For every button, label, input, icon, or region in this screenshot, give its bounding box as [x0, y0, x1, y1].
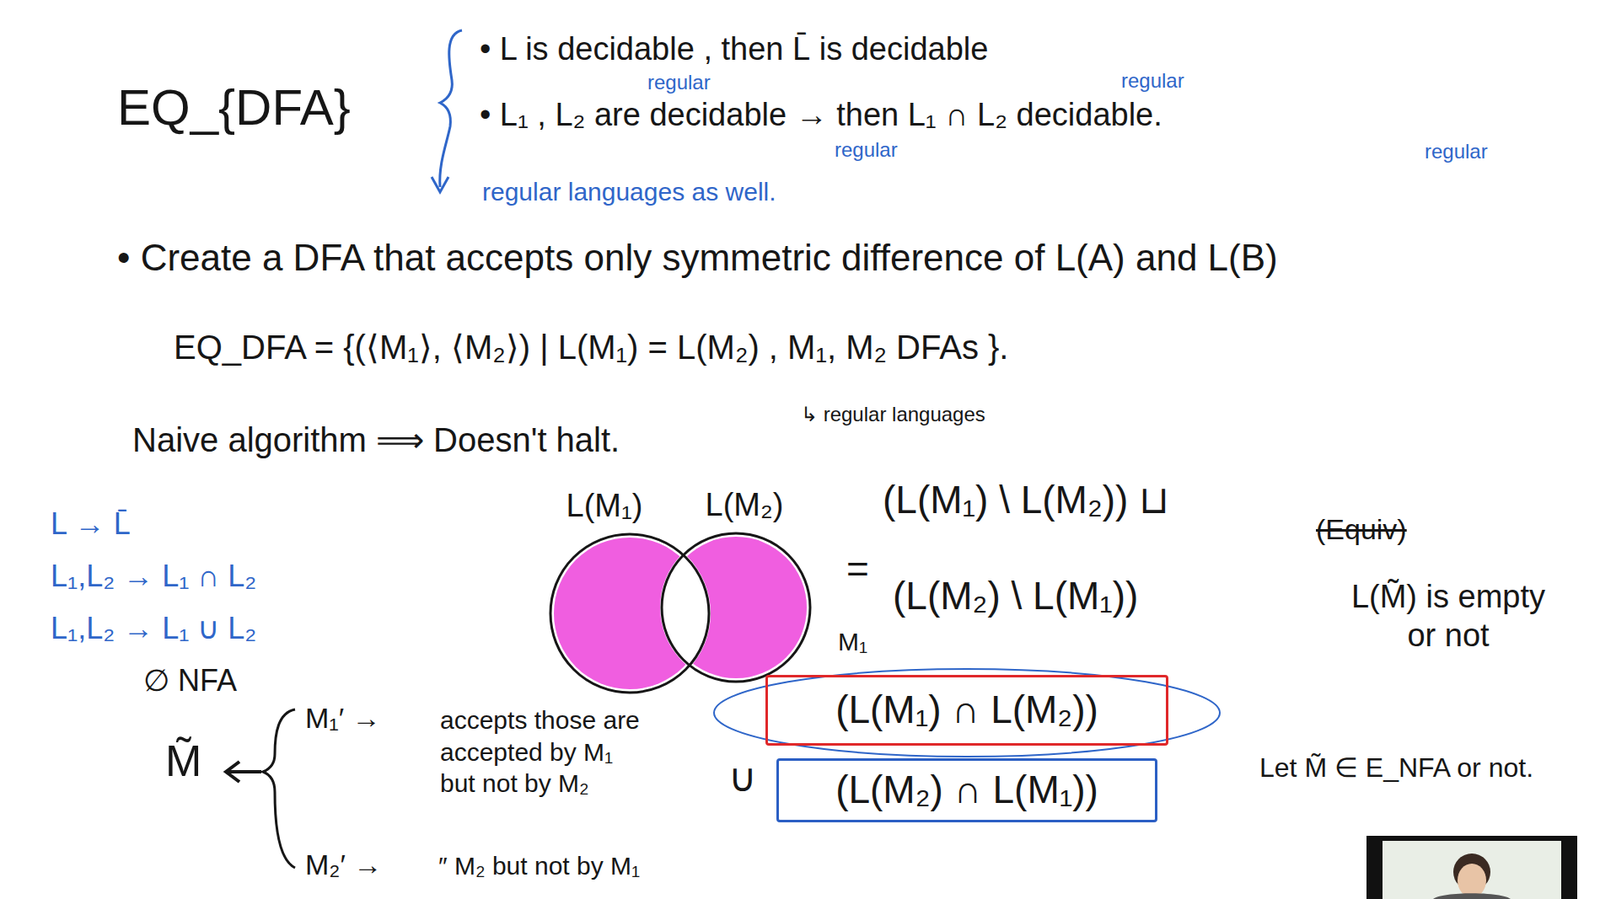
operator: ∪: [728, 755, 758, 802]
machine-name: M̃: [165, 735, 202, 788]
machine-name: M₁′ →: [305, 701, 382, 736]
note: Let M̃ ∈ E_NFA or not.: [1259, 751, 1534, 784]
equation: (L(M₁) \ L(M₂)) ⊔: [882, 477, 1170, 524]
note: ∅ NFA: [143, 662, 237, 699]
closure-rule: L → L̄: [50, 505, 131, 543]
arrow-head: [431, 177, 449, 193]
equation: (L(M₂) \ L(M₁)): [892, 573, 1139, 620]
webcam: [1366, 836, 1578, 899]
set-circle: L(M₂): [660, 531, 812, 684]
circle-outline: [660, 531, 812, 684]
closure-rule: L₁,L₂ → L₁ ∩ L₂: [50, 558, 257, 595]
set-box: (L(M₂) ∩ L(M₁)): [776, 758, 1158, 822]
set-expression: (L(M₂) ∩ L(M₁)): [835, 767, 1099, 814]
equation: =: [846, 546, 870, 593]
arrow: [225, 762, 262, 783]
definition: EQ_DFA = {(⟨M₁⟩, ⟨M₂⟩) | L(M₁) = L(M₂) ,…: [173, 327, 1009, 368]
annotation: regular: [1121, 69, 1185, 94]
annotation: regular: [647, 70, 711, 96]
annotation: regular languages as well.: [482, 177, 777, 208]
set-label: L(M₁): [566, 487, 644, 527]
title: EQ_{DFA}: [117, 77, 351, 139]
annotation: regular: [1424, 139, 1488, 165]
crossed-note: (Equiv): [1315, 512, 1407, 548]
overlap-blank: [660, 531, 812, 684]
note: ″ M₂ but not by M₁: [438, 851, 640, 882]
rule-text: • L is decidable , then L̄ is decidable: [479, 30, 988, 70]
closure-rule: L₁,L₂ → L₁ ∪ L₂: [50, 610, 257, 647]
brace: [263, 709, 296, 869]
rule-text: • L₁ , L₂ are decidable → then L₁ ∩ L₂ d…: [479, 96, 1163, 135]
note: L(M̃) is empty or not: [1347, 578, 1550, 656]
note: Naive algorithm ⟹ Doesn't halt.: [132, 419, 620, 461]
annotation: M₁: [837, 627, 868, 658]
ellipse-outline: [714, 669, 1220, 758]
annotation: regular: [834, 138, 898, 163]
set-circle: L(M₁): [548, 532, 711, 695]
set-label: L(M₂): [705, 486, 784, 526]
machine-name: M₂′ →: [305, 848, 382, 883]
bullet-text: • Create a DFA that accepts only symmetr…: [117, 236, 1278, 281]
brace: [440, 30, 462, 188]
annotation: ↳ regular languages: [800, 402, 986, 428]
webcam: [1382, 841, 1562, 899]
set-box: (L(M₁) ∩ L(M₂)): [765, 675, 1169, 747]
set-expression: (L(M₁) ∩ L(M₂)): [835, 687, 1099, 734]
webcam: [1433, 893, 1511, 899]
webcam: [1457, 864, 1487, 898]
note: accepts those are accepted by M₁ but not…: [440, 704, 651, 800]
circle-outline: [548, 532, 711, 695]
